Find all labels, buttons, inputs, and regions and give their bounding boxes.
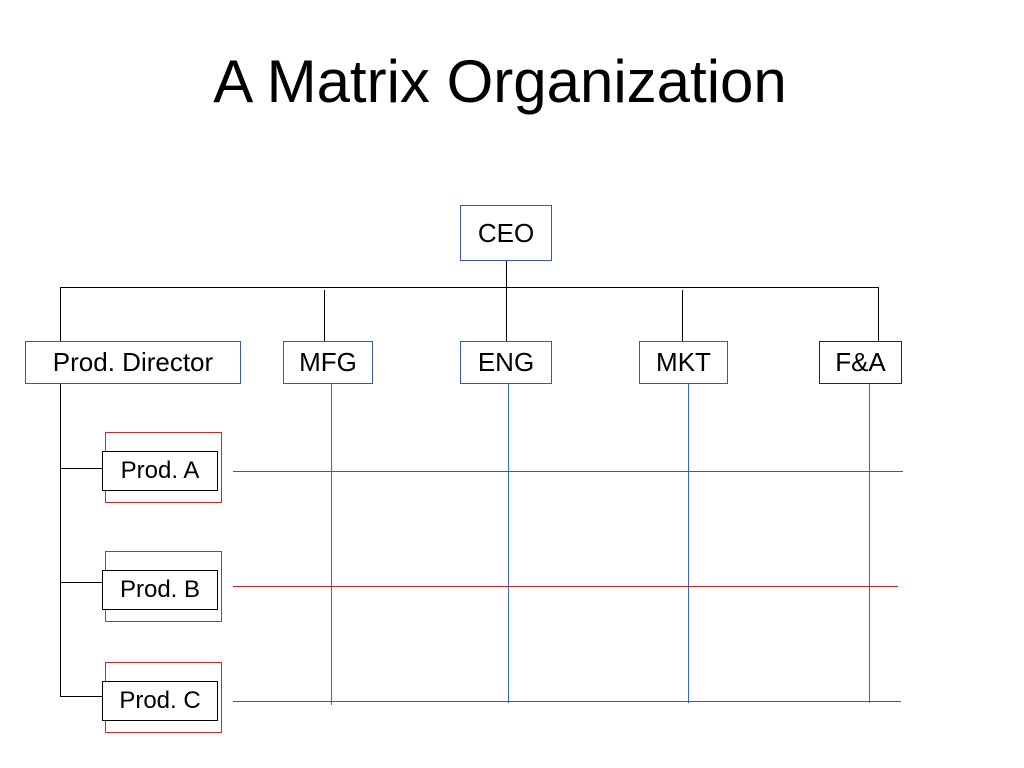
product-b-line — [233, 586, 898, 587]
product-a-branch — [60, 468, 104, 469]
fa-functional-line — [869, 383, 870, 703]
eng-box: ENG — [460, 341, 552, 384]
mkt-drop — [682, 290, 683, 342]
mkt-box: MKT — [639, 341, 728, 384]
fa-box: F&A — [819, 341, 902, 384]
mfg-drop — [324, 290, 325, 342]
ceo-connector — [506, 261, 507, 287]
hierarchy-bus — [60, 287, 879, 288]
ceo-box: CEO — [460, 205, 552, 261]
product-trunk — [60, 383, 61, 697]
page-title: A Matrix Organization — [213, 48, 787, 115]
product-b-box: Prod. B — [102, 570, 218, 610]
product-a-box: Prod. A — [102, 451, 218, 491]
fa-drop — [878, 287, 879, 342]
prod-director-box: Prod. Director — [25, 341, 241, 384]
eng-drop — [506, 287, 507, 342]
eng-functional-line — [508, 383, 509, 703]
product-a-line — [233, 471, 903, 472]
product-b-branch — [60, 582, 104, 583]
mfg-functional-line — [331, 383, 332, 705]
product-c-branch — [60, 696, 104, 697]
prod-director-drop — [60, 287, 61, 342]
mfg-box: MFG — [283, 341, 373, 384]
mkt-functional-line — [688, 383, 689, 703]
product-c-line — [233, 701, 901, 702]
product-c-box: Prod. C — [102, 681, 218, 721]
